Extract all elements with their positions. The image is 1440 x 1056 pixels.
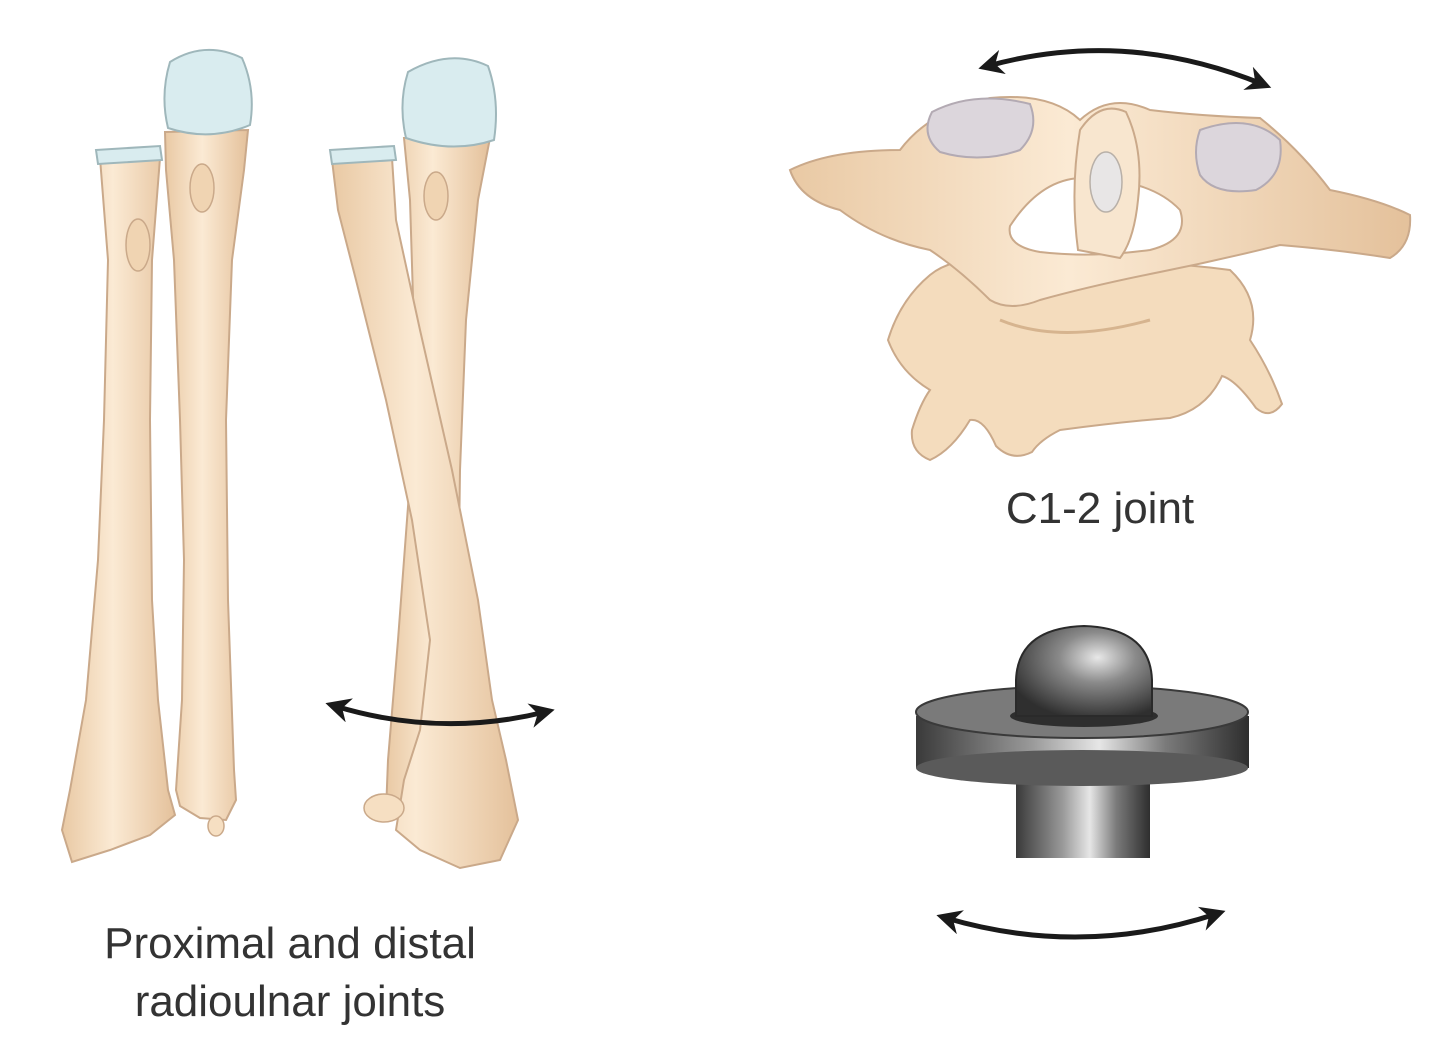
radioulnar-label-line1: Proximal and distal xyxy=(104,919,476,968)
forearm-supinated xyxy=(60,48,253,864)
ulna-bone-left xyxy=(163,128,250,822)
radius-bone-right xyxy=(330,156,520,870)
radioulnar-label-line2: radioulnar joints xyxy=(134,977,446,1026)
forearm-pronated xyxy=(328,57,520,870)
rotation-arrow-pivot xyxy=(936,906,1226,940)
c1-c2-vertebrae xyxy=(788,95,1412,462)
rotation-arrow-forearm xyxy=(325,698,555,728)
c1-2-joint-label: C1-2 joint xyxy=(1005,484,1195,533)
pivot-mechanical-model xyxy=(915,624,1249,858)
pivot-dome xyxy=(1015,624,1153,717)
rotation-arrow-c12 xyxy=(978,48,1272,90)
radius-bone-left xyxy=(60,157,177,864)
radioulnar-joints-label: Proximal and distal radioulnar joints xyxy=(30,915,550,1031)
axis-vertebra xyxy=(886,257,1284,462)
